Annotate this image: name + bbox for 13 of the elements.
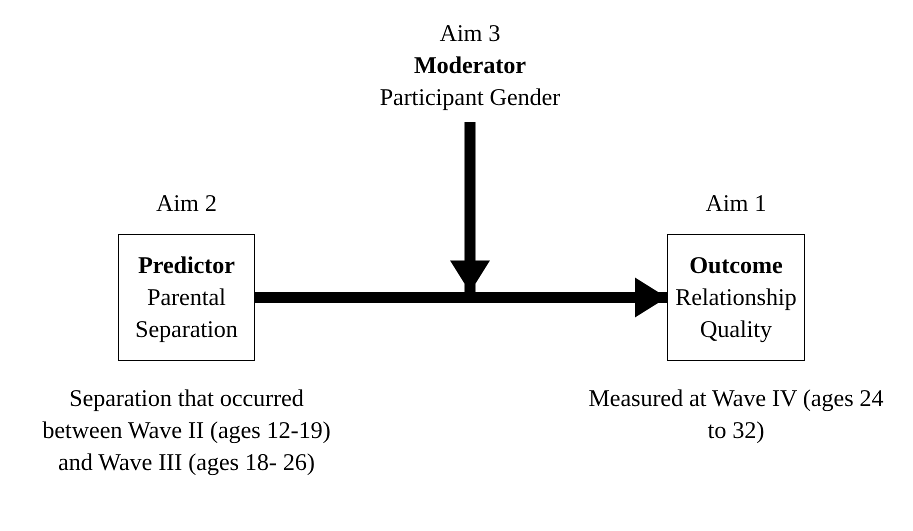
aim-heading: Aim 2 <box>155 190 218 219</box>
note-text: Measured at Wave IV (ages 24 to 32) <box>587 385 885 446</box>
aim-heading: Aim 3 <box>438 20 502 49</box>
variable-label: Relationship Quality <box>674 284 798 344</box>
note-text: Separation that occurred between Wave II (ages 12-19) and Wave III (ages 18- 26) <box>41 385 332 478</box>
arrow <box>450 122 490 292</box>
role-label: Outcome <box>689 252 783 280</box>
role-label: Predictor <box>138 252 235 280</box>
arrow <box>255 278 667 318</box>
aim-heading: Aim 1 <box>704 190 768 219</box>
variable-label: Participant Gender <box>378 84 562 113</box>
role-label: Moderator <box>413 52 527 81</box>
variable-label: Parental Separation <box>134 284 239 344</box>
